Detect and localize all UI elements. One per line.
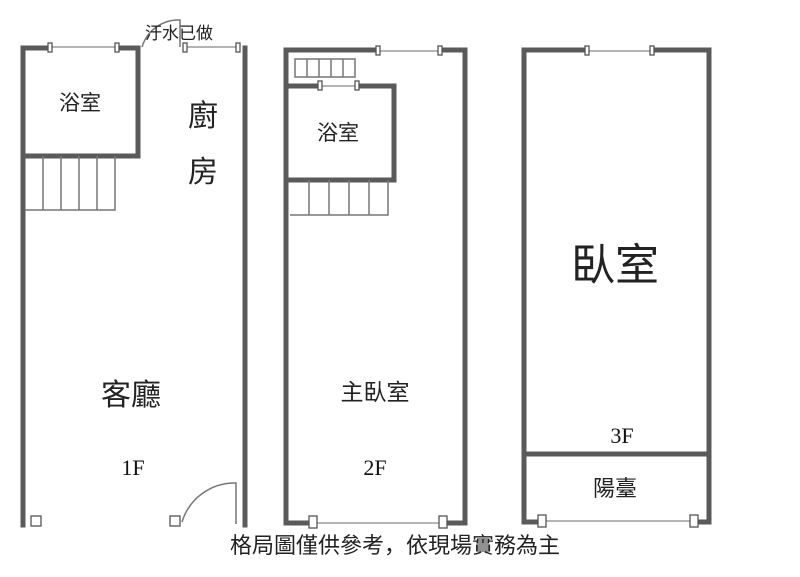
room-1f-bathroom: 浴室 — [59, 91, 101, 115]
room-1f-living: 客廳 — [101, 378, 161, 413]
stairs-2f-top — [294, 58, 356, 78]
room-3f-balcony: 陽臺 — [593, 477, 637, 502]
walls-2f — [283, 47, 468, 526]
walls-3f — [521, 47, 712, 525]
room-1f-kitchen-2: 房 — [188, 155, 218, 190]
floor-2f: 浴室 主臥室 2F — [283, 45, 468, 529]
caption: 格局圖僅供參考，依現場實務為主 — [230, 534, 560, 559]
label-3f: 3F — [610, 423, 633, 448]
room-2f-bathroom: 浴室 — [317, 121, 359, 145]
label-2f: 2F — [363, 455, 386, 480]
room-1f-kitchen-1: 廚 — [188, 99, 218, 134]
floor-1f: 汙水已做 浴室 廚 房 客廳 1F — [20, 19, 248, 528]
door-1f-back — [141, 19, 181, 48]
walls-1f-left — [20, 45, 141, 528]
note-sewage: 汙水已做 — [145, 24, 213, 44]
stairs-2f — [290, 180, 389, 216]
door-1f-front — [181, 482, 237, 524]
label-1f: 1F — [121, 455, 144, 480]
floor-3f: 臥室 3F 陽臺 — [521, 45, 712, 528]
room-3f-bedroom: 臥室 — [571, 240, 659, 291]
stairs-1f — [25, 156, 116, 211]
room-2f-master: 主臥室 — [341, 380, 410, 406]
walls-2f-bath — [285, 83, 397, 183]
